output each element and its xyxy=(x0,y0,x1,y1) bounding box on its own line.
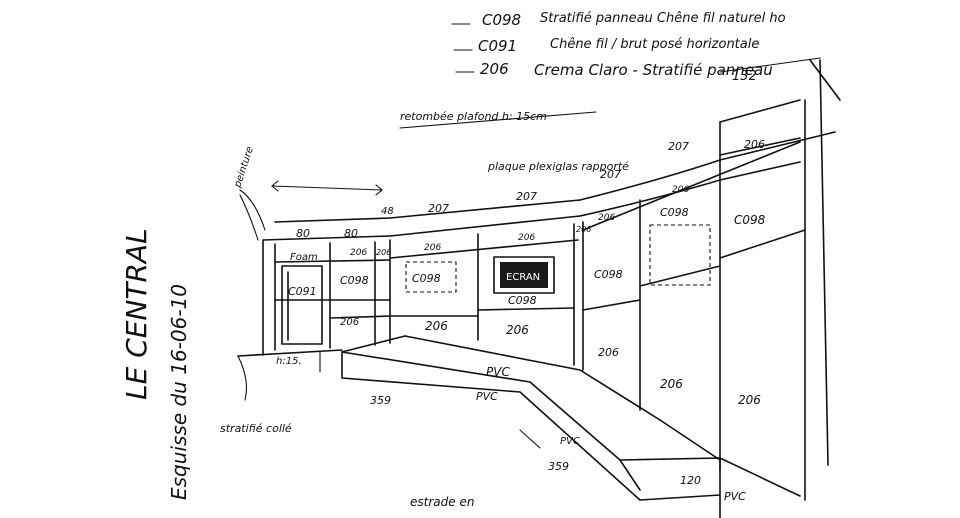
note-estrade: estrade en xyxy=(410,495,474,509)
legend-desc-2: Chêne fil / brut posé horizontale xyxy=(550,37,759,52)
dim-359a: 359 xyxy=(370,394,391,407)
mat-206-f: 206 xyxy=(738,393,761,407)
mat-c098-d: C098 xyxy=(594,268,623,281)
mat-206-c: 206 xyxy=(506,323,529,337)
mat-pvc-3: PVC xyxy=(560,436,580,447)
mat-c098-a: C098 xyxy=(340,274,369,287)
mat-206-b: 206 xyxy=(425,319,448,333)
title-line-1: LE CENTRAL xyxy=(120,228,153,400)
mat-206-n: 206 xyxy=(576,225,591,234)
mat-206-k: 206 xyxy=(424,243,441,253)
legend-desc-3: Crema Claro - Stratifié panneau xyxy=(534,61,773,79)
note-stratifie: stratifié collé xyxy=(220,422,292,435)
mat-foam: Foam xyxy=(290,252,318,263)
dim-359b: 359 xyxy=(548,460,569,473)
legend-code-2: C091 xyxy=(478,37,517,55)
mat-206-h: 206 xyxy=(672,185,689,195)
mat-c098-f: C098 xyxy=(734,213,766,227)
note-peinture: peinture xyxy=(232,145,256,189)
mat-c091: C091 xyxy=(288,285,317,298)
plexi-panel-1 xyxy=(405,261,457,293)
dim-132: 132 xyxy=(732,69,757,84)
screen-frame xyxy=(493,256,555,294)
mat-206-d: 206 xyxy=(598,346,619,359)
dim-207d: 207 xyxy=(668,140,689,153)
mat-206-l: 206 xyxy=(350,248,367,258)
dim-120: 120 xyxy=(680,474,701,487)
mat-206-j: 206 xyxy=(518,233,535,243)
dim-80a: 80 xyxy=(296,227,310,240)
legend-code-1: C098 xyxy=(482,11,521,29)
legend-code-3: 206 xyxy=(480,60,509,78)
dim-207c: 207 xyxy=(600,168,621,181)
note-plexi: plaque plexiglas rapporté xyxy=(487,160,629,173)
dim-48: 48 xyxy=(381,206,394,217)
note-ceiling: retombée plafond h: 15cm xyxy=(400,110,547,123)
mat-c098-c: C098 xyxy=(508,294,537,307)
screen xyxy=(500,262,548,288)
mat-pvc-4: PVC xyxy=(724,490,746,503)
room-lines xyxy=(237,59,841,518)
mat-206-i: 206 xyxy=(598,213,615,223)
plexi-panel-2 xyxy=(649,224,711,286)
dim-207b: 207 xyxy=(516,190,537,203)
legend-desc-1: Stratifié panneau Chêne fil naturel ho xyxy=(540,11,786,26)
screen-label: ECRAN xyxy=(506,272,540,283)
legend: C098 Stratifié panneau Chêne fil naturel… xyxy=(451,11,786,79)
note-h15: h:15. xyxy=(276,356,302,367)
mat-c098-b: C098 xyxy=(412,272,441,285)
mat-c098-e: C098 xyxy=(660,206,689,219)
mat-206-a: 206 xyxy=(340,317,359,328)
mat-pvc-2: PVC xyxy=(476,390,498,403)
mat-206-m: 206 xyxy=(376,248,391,257)
title-line-2: Esquisse du 16-06-10 xyxy=(167,284,191,500)
dim-207a: 207 xyxy=(428,202,449,215)
dimension-arrows xyxy=(237,57,821,449)
dim-80b: 80 xyxy=(344,227,358,240)
mat-pvc-1: PVC xyxy=(486,365,510,379)
mat-206-e: 206 xyxy=(660,377,683,391)
mat-206-g: 206 xyxy=(744,138,765,151)
